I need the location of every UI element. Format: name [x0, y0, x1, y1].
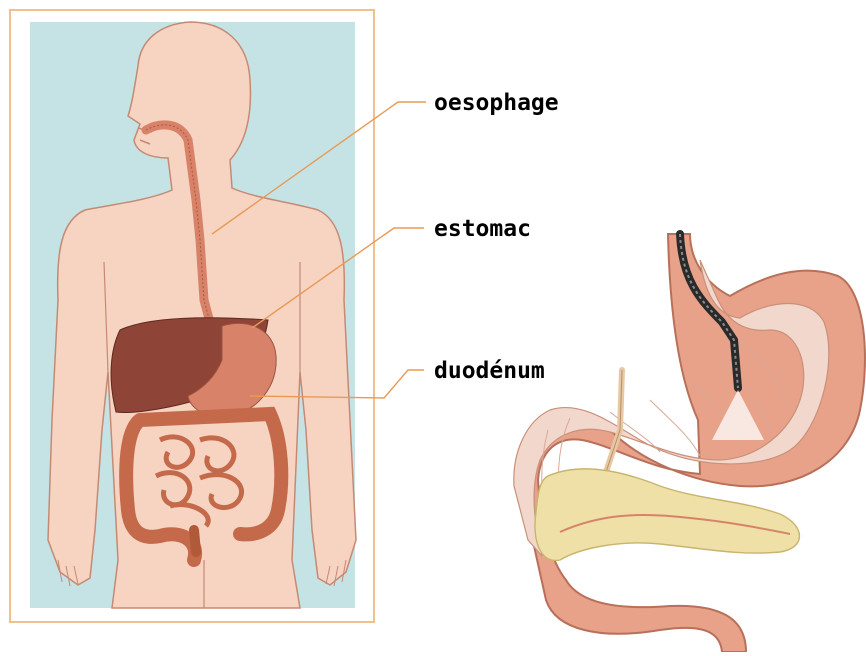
rectum	[194, 530, 196, 552]
label-duodenum: duodénum	[434, 358, 545, 384]
stomach-detail	[514, 234, 865, 652]
label-oesophagus: oesophage	[434, 90, 559, 116]
label-stomach: estomac	[434, 216, 531, 242]
